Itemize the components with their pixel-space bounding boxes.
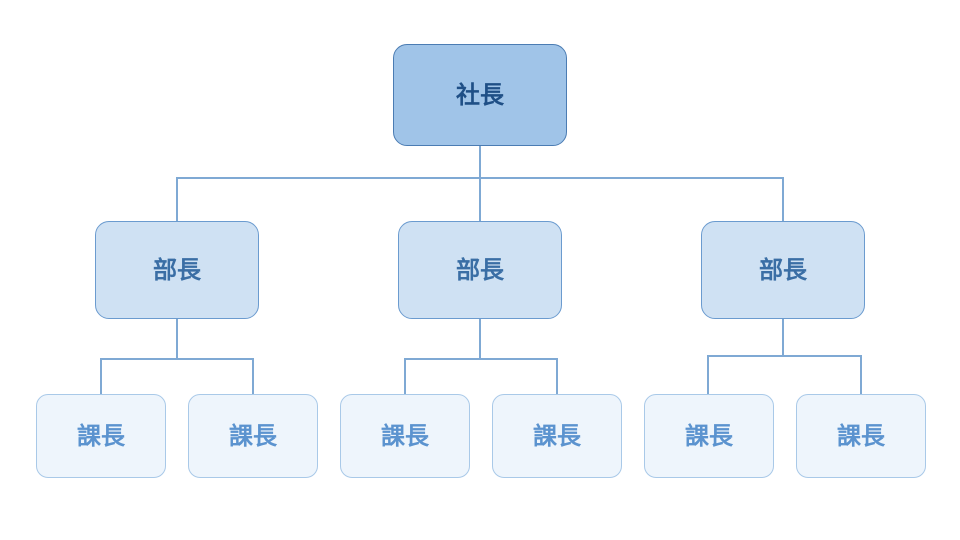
- node-director-label: 部長: [456, 256, 504, 284]
- node-manager-5: 課長: [644, 394, 774, 478]
- node-manager-2: 課長: [188, 394, 318, 478]
- node-manager-label: 課長: [77, 422, 125, 450]
- node-director-2: 部長: [398, 221, 562, 319]
- node-president: 社長: [393, 44, 567, 146]
- node-manager-label: 課長: [533, 422, 581, 450]
- node-manager-label: 課長: [229, 422, 277, 450]
- node-manager-label: 課長: [381, 422, 429, 450]
- node-director-3: 部長: [701, 221, 865, 319]
- node-manager-label: 課長: [685, 422, 733, 450]
- node-manager-4: 課長: [492, 394, 622, 478]
- node-manager-6: 課長: [796, 394, 926, 478]
- node-director-label: 部長: [759, 256, 807, 284]
- node-director-label: 部長: [153, 256, 201, 284]
- node-manager-3: 課長: [340, 394, 470, 478]
- node-director-1: 部長: [95, 221, 259, 319]
- node-manager-label: 課長: [837, 422, 885, 450]
- node-president-label: 社長: [456, 81, 504, 109]
- node-manager-1: 課長: [36, 394, 166, 478]
